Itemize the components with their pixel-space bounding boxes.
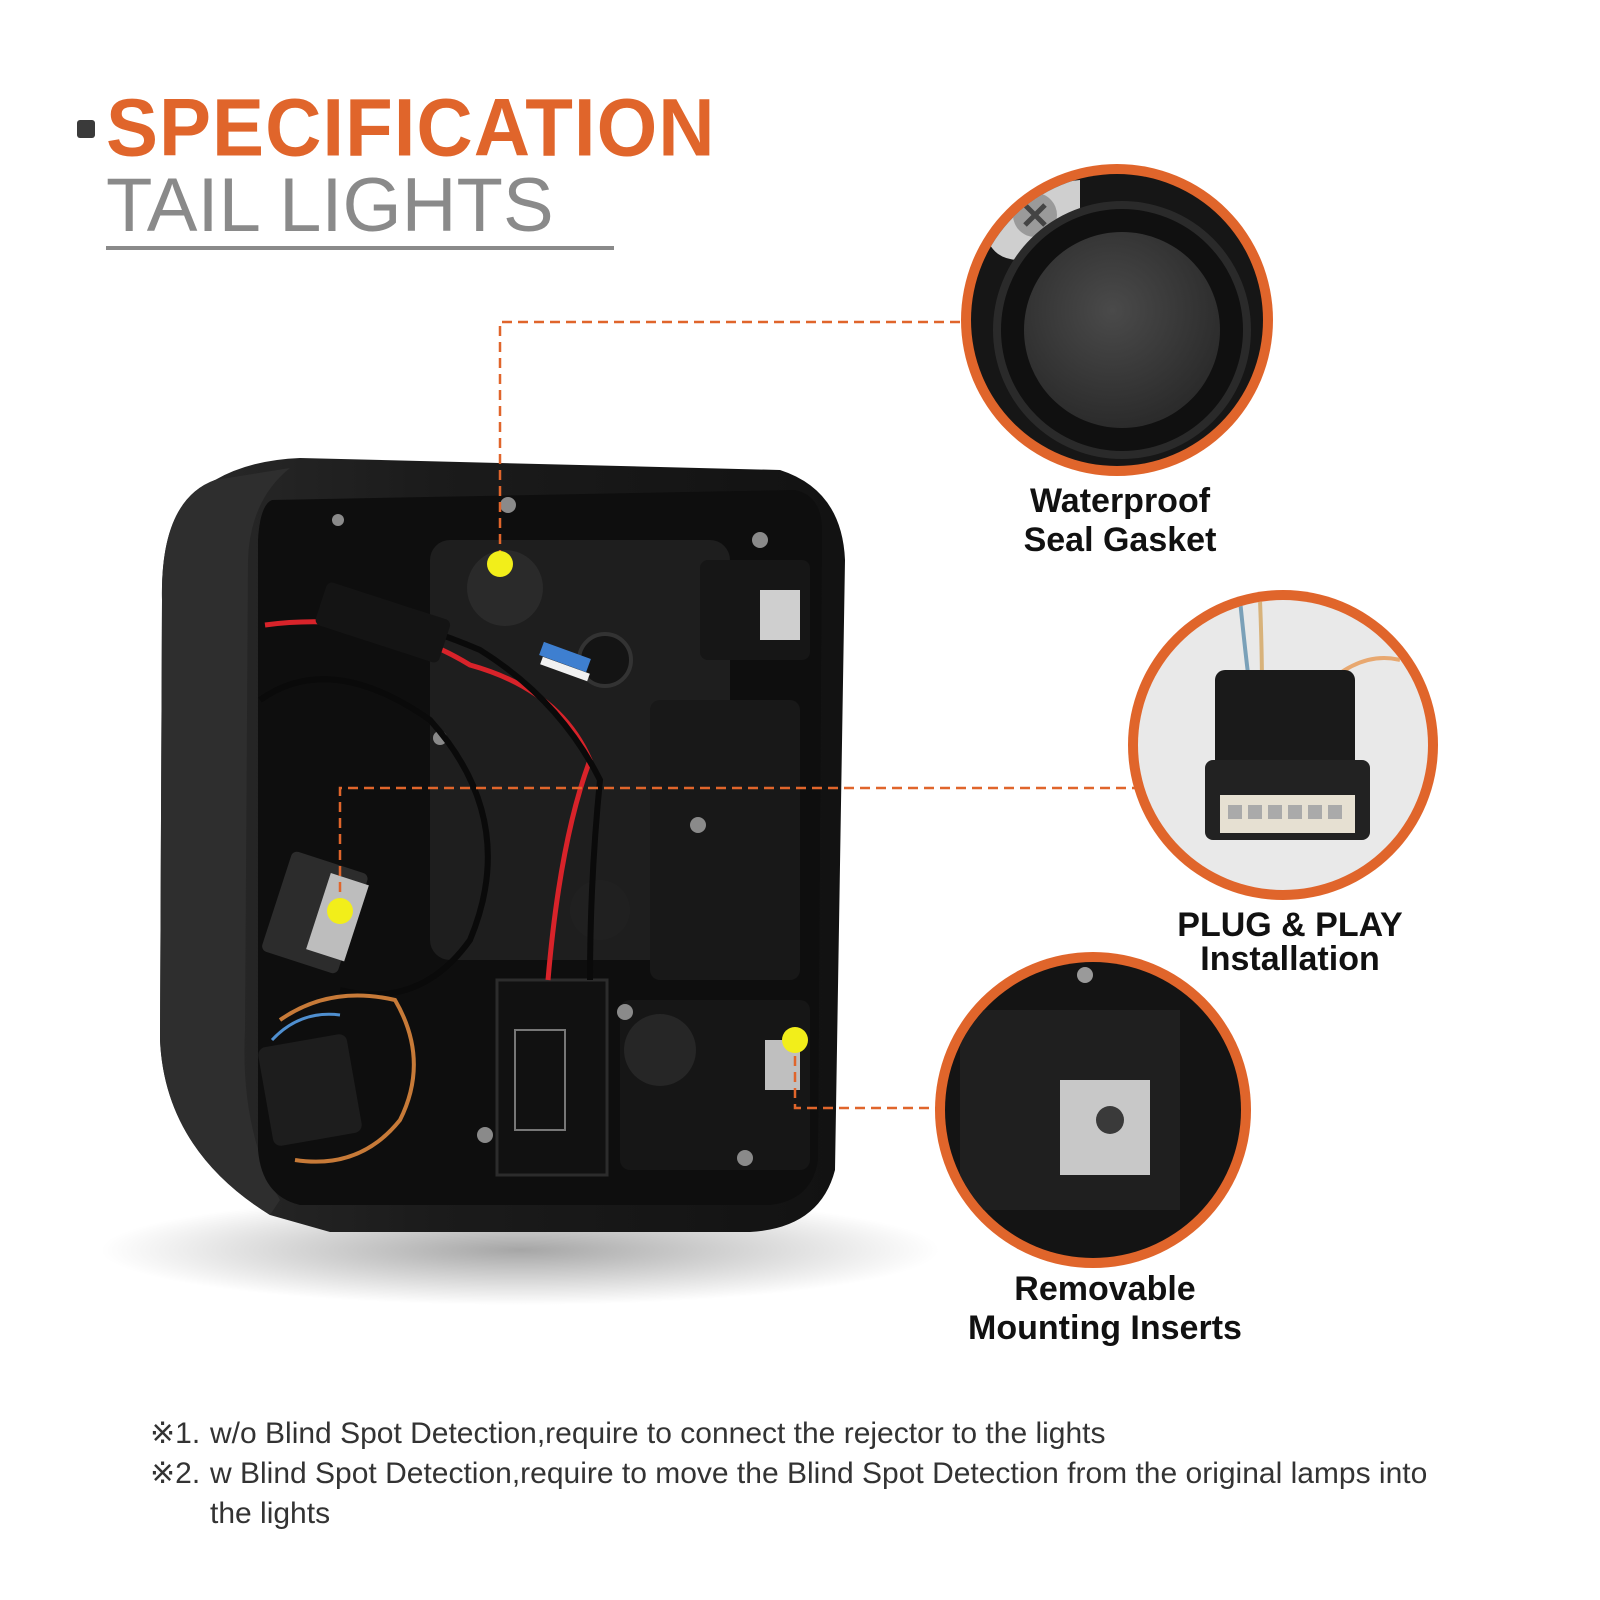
title-underline xyxy=(106,246,614,250)
callout-line: Waterproof xyxy=(1029,482,1211,520)
callout-line: Mounting Inserts xyxy=(968,1309,1242,1348)
page-title: SPECIFICATION xyxy=(106,80,716,174)
resistor-box xyxy=(495,978,609,1177)
housing-side xyxy=(160,468,290,1215)
callout-line: Removable xyxy=(1014,1270,1196,1308)
callout-plug-and-play: PLUG & PLAY Installation xyxy=(1150,908,1430,976)
note-text: w/o Blind Spot Detection,require to conn… xyxy=(210,1417,1106,1450)
page-subtitle: TAIL LIGHTS xyxy=(106,163,554,248)
callout-markers xyxy=(327,551,808,1053)
note-item: ※1. w/o Blind Spot Detection,require to … xyxy=(150,1414,1470,1454)
leader-lines xyxy=(338,320,1140,1110)
note-item: ※2. w Blind Spot Detection,require to mo… xyxy=(150,1454,1470,1534)
note-mark: ※2. xyxy=(150,1457,201,1490)
callout-line: PLUG & PLAY xyxy=(1177,906,1403,944)
detail-mounting-insert xyxy=(935,952,1251,1268)
title-bullet xyxy=(77,120,95,138)
notes-list: ※1. w/o Blind Spot Detection,require to … xyxy=(150,1414,1470,1534)
callout-line: Installation xyxy=(1200,940,1380,978)
callout-seal-gasket: Waterproof Seal Gasket xyxy=(990,482,1250,560)
callout-line: Seal Gasket xyxy=(1023,521,1217,560)
callout-mounting-inserts: Removable Mounting Inserts xyxy=(940,1270,1270,1348)
note-text: w Blind Spot Detection,require to move t… xyxy=(210,1457,1428,1530)
note-mark: ※1. xyxy=(150,1417,201,1450)
detail-connector xyxy=(1128,590,1438,900)
detail-gasket xyxy=(961,164,1273,476)
